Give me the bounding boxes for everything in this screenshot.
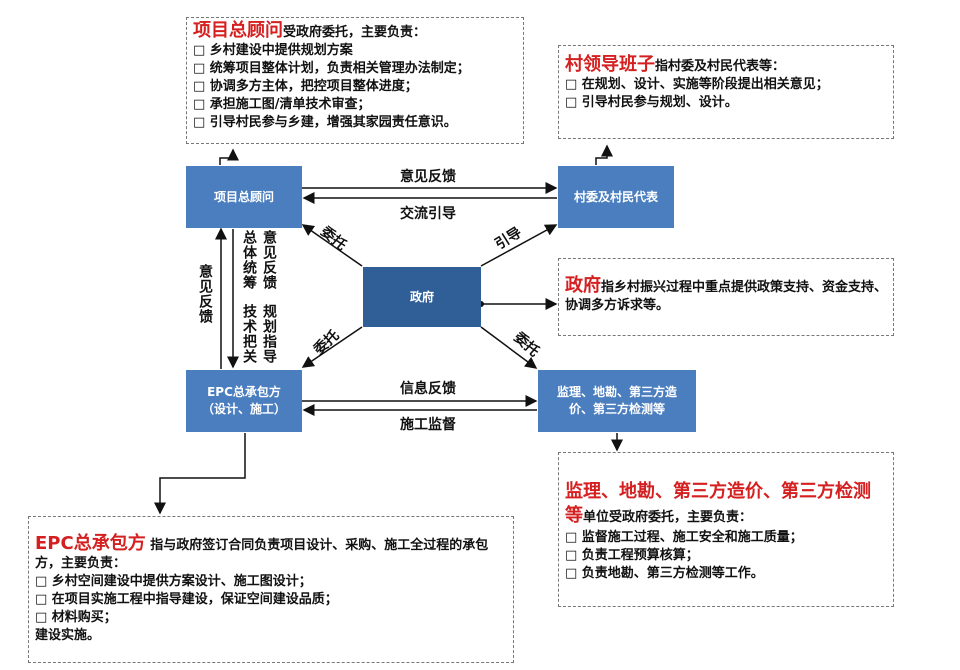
edge-label: 意见反馈 (197, 264, 213, 324)
sup-node-line1: 监理、地勘、第三方造 (556, 385, 677, 399)
village-description-box: 村领导班子指村委及村民代表等： □ 在规划、设计、实施等阶段提出相关意见； □ … (558, 45, 894, 139)
list-item: □ 负责工程预算核算； (565, 548, 699, 563)
edge-label: 技术把关 (241, 304, 257, 364)
node-advisor: 项目总顾问 (186, 166, 302, 228)
list-item: □ 协调多方主体，把控项目整体进度； (193, 79, 418, 94)
edge-label: 规划指导 (261, 304, 277, 364)
epc-node-line2: （设计、施工） (201, 402, 286, 416)
edge-label: 总体统筹 (241, 230, 257, 290)
gov-title: 政府 (565, 275, 601, 296)
list-item: □ 统筹项目整体计划，负责相关管理办法制定； (193, 61, 470, 76)
advisor-intro: 受政府委托，主要负责： (283, 25, 427, 40)
list-item: □ 材料购买； (35, 610, 117, 625)
list-item: □ 监督施工过程、施工安全和施工质量； (565, 530, 803, 545)
epc-title: EPC总承包方 (35, 533, 146, 554)
supervisor-title: 监理、地勘、第三方造价、第三方检测等 (565, 481, 871, 526)
epc-description-box: EPC总承包方 指与政府签订合同负责项目设计、采购、施工全过程的承包方，主要负责… (28, 516, 514, 663)
edge-label: 交流引导 (400, 206, 456, 222)
supervisor-intro: 单位受政府委托，主要负责： (583, 510, 753, 525)
list-item: □ 引导村民参与规划、设计。 (565, 95, 738, 110)
list-item: □ 负责地勘、第三方检测等工作。 (565, 566, 764, 581)
gov-description-box: 政府指乡村振兴过程中重点提供政策支持、资金支持、协调多方诉求等。 (558, 258, 894, 336)
epc-intro: 指与政府签订合同负责项目设计、采购、施工全过程的承包方，主要负责： (35, 538, 489, 571)
node-village: 村委及村民代表 (558, 166, 674, 228)
village-title: 村领导班子 (565, 54, 655, 75)
edge-label: 信息反馈 (400, 381, 456, 397)
advisor-title: 项目总顾问 (193, 20, 283, 41)
node-supervisor: 监理、地勘、第三方造价、第三方检测等 (538, 370, 696, 432)
edge-label: 施工监督 (400, 417, 456, 433)
list-item: □ 在项目实施工程中指导建设，保证空间建设品质； (35, 592, 338, 607)
list-item: □ 乡村空间建设中提供方案设计、施工图设计； (35, 574, 312, 589)
village-intro: 指村委及村民代表等： (655, 59, 786, 74)
gov-intro: 指乡村振兴过程中重点提供政策支持、资金支持、协调多方诉求等。 (565, 280, 888, 313)
node-epc: EPC总承包方 （设计、施工） (186, 370, 302, 432)
edge-label: 意见反馈 (400, 169, 456, 185)
list-item: □ 引导村民参与乡建，增强其家园责任意识。 (193, 115, 457, 130)
list-item: □ 承担施工图/清单技术审查； (193, 97, 371, 112)
list-item: □ 在规划、设计、实施等阶段提出相关意见； (565, 77, 829, 92)
edge-label: 意见反馈 (261, 230, 277, 290)
list-item: 建设实施。 (35, 628, 101, 643)
epc-node-line1: EPC总承包方 (207, 385, 281, 399)
list-item: □ 乡村建设中提供规划方案 (193, 43, 353, 58)
advisor-description-box: 项目总顾问受政府委托，主要负责： □ 乡村建设中提供规划方案 □ 统筹项目整体计… (186, 17, 524, 144)
supervisor-description-box: 监理、地勘、第三方造价、第三方检测等单位受政府委托，主要负责： □ 监督施工过程… (558, 452, 894, 607)
node-government: 政府 (363, 267, 481, 327)
sup-node-line2: 价、第三方检测等 (568, 402, 665, 416)
